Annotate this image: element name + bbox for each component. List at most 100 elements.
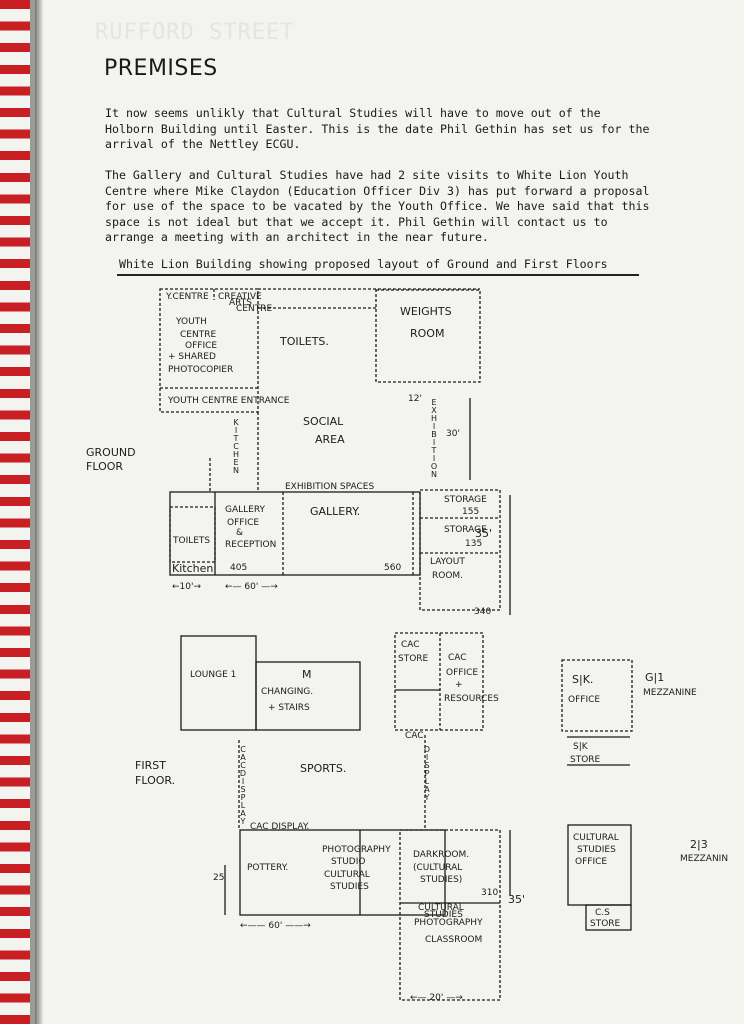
room-label: PHOTOGRAPHY (414, 918, 483, 928)
room-label: S|K (573, 742, 589, 752)
room-label: STORAGE (444, 495, 487, 505)
room-label: ARTS (229, 298, 252, 308)
room-label: CAC (448, 653, 467, 663)
room-label: LAYOUT (430, 557, 465, 567)
room-label: STORE (570, 755, 601, 765)
dimension-label: ←— 60' —→ (225, 582, 278, 592)
room-label: CULTURAL (573, 833, 619, 843)
room-label: (CULTURAL (413, 863, 462, 873)
room-label: CREATIVE (218, 292, 262, 302)
mezzanine-label: MEZZANINE (643, 688, 697, 698)
room-label: AREA (315, 433, 345, 446)
room-label: DISPLAY (423, 745, 432, 801)
room-label: TOILETS. (279, 335, 329, 348)
room-label: ROOM (410, 327, 444, 340)
room-label: + (455, 680, 463, 690)
bleed-through-heading: RUFFORD STREET (95, 20, 295, 45)
first-floor-plan: FIRST FLOOR. LOUNGE 1 M CHANGING. + STAI… (135, 632, 728, 1003)
mezzanine-label: MEZZANIN (680, 854, 728, 864)
caption-underline (117, 274, 639, 276)
dimension-label: 405 (230, 563, 247, 573)
room-label: KITCHEN (232, 418, 241, 474)
room-label: YOUTH (175, 317, 207, 327)
dimension-label: 560 (384, 563, 401, 573)
dimension-label: ←— 20' —→ (410, 993, 463, 1003)
room-label: ROOM. (432, 571, 463, 581)
diagram-caption: White Lion Building showing proposed lay… (119, 257, 608, 271)
room-label: STUDIES (330, 882, 369, 892)
lounge-room (180, 635, 257, 731)
room-label: YOUTH CENTRE ENTRANCE (167, 396, 290, 406)
dimension-label: 25 (213, 873, 224, 883)
room-label: CULTURAL (324, 870, 370, 880)
room-label: LOUNGE 1 (190, 670, 236, 680)
dimension-label: 35' (508, 893, 525, 906)
ground-floor-label: GROUND (86, 446, 136, 459)
room-label: + STAIRS (268, 703, 310, 713)
room-label: STUDIES (577, 845, 616, 855)
darkroom-classroom-block (399, 829, 501, 1001)
room-label: CLASSROOM (425, 935, 482, 945)
dimension-label: 310 (481, 888, 498, 898)
room-label: DARKROOM. (413, 850, 469, 860)
room-label: TOILETS (172, 536, 210, 546)
page-title: PREMISES (104, 56, 218, 81)
room-label: CAC (405, 731, 424, 741)
room-label: M (302, 668, 312, 681)
paragraph: It now seems unlikly that Cultural Studi… (105, 106, 650, 151)
room-label: CACDISPLAY (239, 745, 248, 825)
room-label: CENTRE (180, 330, 216, 340)
dimension-label: 155 (462, 507, 479, 517)
room-label: CULTURAL (418, 903, 464, 913)
dimension-label: 30' (446, 429, 460, 439)
room-label: PHOTOCOPIER (168, 365, 233, 375)
first-floor-label: FIRST (135, 759, 166, 772)
room-label: S|K. (572, 673, 593, 686)
storage-layout-block (419, 489, 501, 611)
sk-office-room (561, 659, 633, 732)
room-label: CHANGING. (261, 687, 313, 697)
room-label: WEIGHTS (400, 305, 452, 318)
dimension-label: 135 (465, 539, 482, 549)
room-label: STORAGE (444, 525, 487, 535)
dimension-label: 340 (474, 607, 491, 617)
toilets-room (169, 506, 216, 563)
room-label: & (236, 528, 243, 538)
dimension-label: ←—— 60' ——→ (240, 921, 311, 931)
room-label: GALLERY. (310, 505, 360, 518)
mezzanine-label: 2|3 (690, 838, 708, 851)
mezzanine-label: G|1 (645, 671, 664, 684)
first-floor-label: FLOOR. (135, 774, 175, 787)
room-label: SPORTS. (300, 762, 346, 775)
body-text: It now seems unlikly that Cultural Studi… (105, 106, 705, 261)
room-label: STUDIES) (420, 875, 462, 885)
room-label: PHOTOGRAPHY (322, 845, 391, 855)
room-label: GALLERY (225, 505, 266, 515)
room-label: SOCIAL (303, 415, 344, 428)
dimension-label: ←10'→ (172, 582, 201, 592)
room-label: + SHARED (168, 352, 216, 362)
page-edge (35, 0, 43, 1024)
cs-store-room (585, 904, 632, 931)
dimension-label: 12' (408, 394, 422, 404)
room-label: RECEPTION (225, 540, 276, 550)
room-label: OFFICE (227, 518, 259, 528)
changing-room (255, 661, 361, 731)
room-label: OFFICE (575, 857, 607, 867)
paragraph: The Gallery and Cultural Studies have ha… (105, 168, 650, 244)
pottery-photography-block (239, 829, 446, 916)
room-label: EXHIBITION SPACES (285, 482, 374, 492)
room-label: CAC (401, 640, 420, 650)
ground-floor-label: FLOOR (86, 460, 123, 473)
ground-floor-plan: GROUND FLOOR Y.CENTRE CREATIVE ARTS CENT… (86, 288, 511, 617)
weights-room (375, 289, 481, 383)
room-label: STORE (398, 654, 429, 664)
room-label: CAC DISPLAY. (250, 822, 309, 832)
youth-office-room (159, 288, 259, 413)
room-label: EXHIBITION (430, 398, 439, 478)
room-label: Y.CENTRE (165, 292, 209, 302)
room-label: STUDIO (331, 857, 365, 867)
room-label: STUDIES (424, 910, 463, 920)
cac-office-room (394, 632, 484, 731)
